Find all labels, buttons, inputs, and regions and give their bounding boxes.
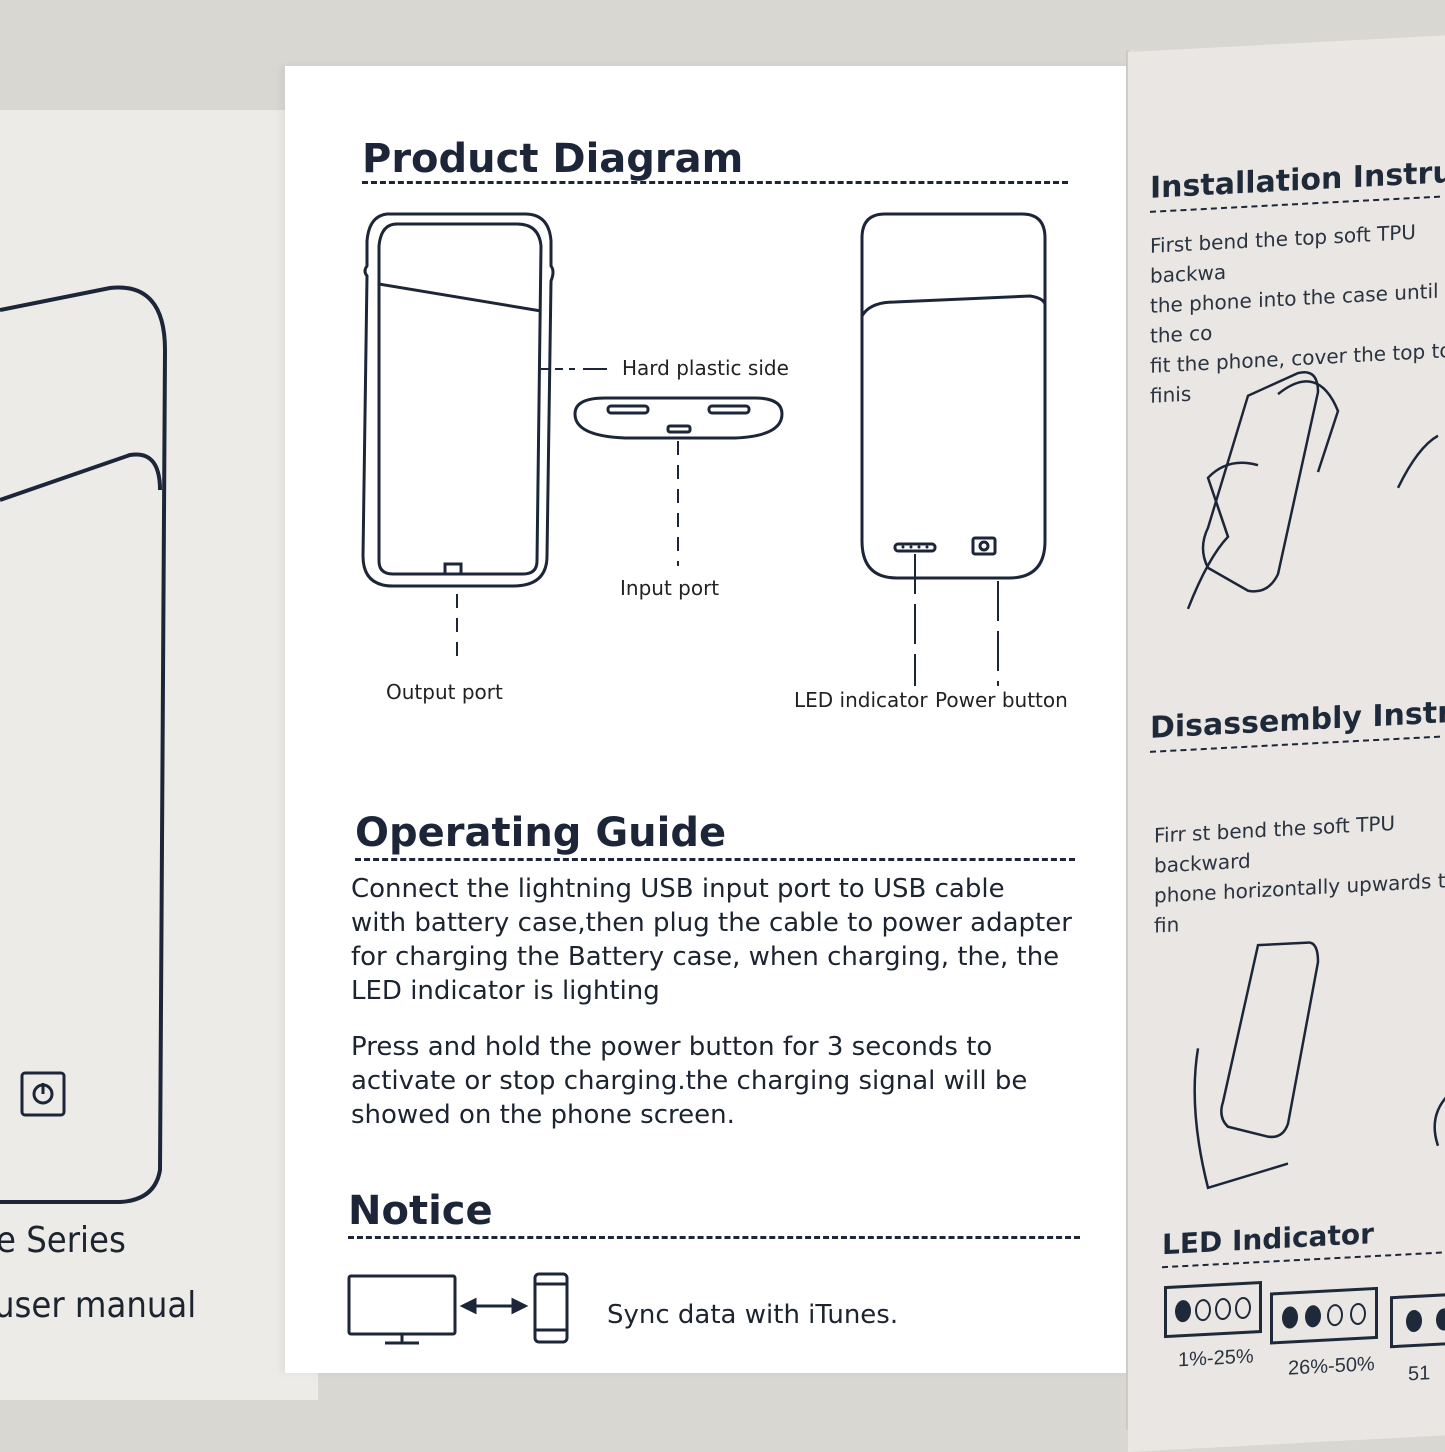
product-diagram-illustration [361, 212, 1047, 686]
led-dot-on [1436, 1308, 1445, 1331]
back-case-drawing [860, 212, 1047, 580]
led-dot-off [1349, 1302, 1366, 1326]
product-diagram-title: Product Diagram [362, 136, 744, 182]
power-button-label: Power button [935, 688, 1068, 712]
led-level-2-label: 26%-50% [1288, 1353, 1375, 1380]
bottom-view-drawing [573, 396, 784, 440]
installation-hand-illustration [1186, 371, 1439, 610]
led-indicator-label: LED indicator [794, 688, 928, 712]
title-divider [362, 181, 1068, 184]
led-dot-off [1195, 1298, 1211, 1322]
operating-guide-title: Operating Guide [355, 810, 727, 856]
disassembly-hand-illustration [1193, 941, 1445, 1190]
center-instruction-panel: Product Diagram [285, 66, 1131, 1373]
phone-outline-illustration [0, 285, 168, 1204]
operating-guide-paragraph-2: Press and hold the power button for 3 se… [351, 1032, 1028, 1130]
led-dot-on [1175, 1299, 1191, 1323]
series-text: e Series [0, 1220, 126, 1261]
led-dot-on [1282, 1306, 1299, 1329]
right-instruction-panel: Installation Instruction First bend the … [1128, 34, 1445, 1452]
input-port-label: Input port [620, 576, 720, 600]
double-arrow-icon [459, 1297, 529, 1315]
led-level-3-label: 51 [1408, 1362, 1431, 1386]
led-dot-off [1215, 1297, 1231, 1321]
power-button-icon [20, 1071, 66, 1117]
front-case-drawing [361, 212, 555, 588]
hard-plastic-side-label: Hard plastic side [622, 356, 789, 380]
led-level-1-label: 1%-25% [1178, 1345, 1254, 1372]
output-port-label: Output port [386, 680, 503, 704]
sync-itunes-text: Sync data with iTunes. [607, 1300, 899, 1330]
led-level-2 [1270, 1286, 1378, 1345]
phone-icon [533, 1272, 569, 1344]
left-cover-panel: e Series user manual [0, 110, 318, 1400]
user-manual-text: user manual [0, 1285, 197, 1326]
sync-icons [347, 1272, 569, 1345]
notice-title: Notice [348, 1188, 493, 1234]
operating-guide-paragraph-1: Connect the lightning USB input port to … [351, 874, 1072, 1006]
notice-divider [348, 1236, 1080, 1239]
operating-guide-divider [355, 858, 1075, 861]
led-dot-on [1406, 1309, 1422, 1333]
led-dot-off [1327, 1303, 1344, 1327]
led-dot-off [1235, 1296, 1251, 1320]
monitor-icon [347, 1274, 457, 1345]
led-level-1 [1164, 1280, 1262, 1339]
led-level-3 [1390, 1292, 1445, 1349]
led-dot-on [1304, 1304, 1321, 1328]
